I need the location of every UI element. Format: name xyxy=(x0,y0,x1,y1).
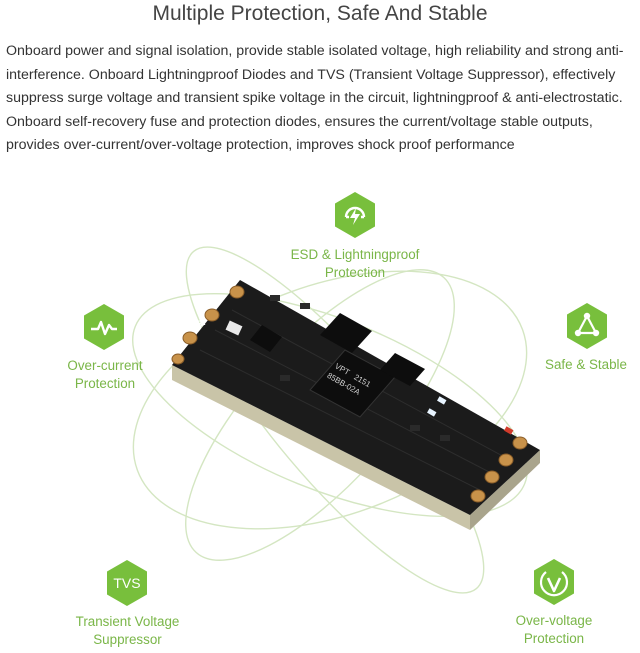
safe-stable-label: Safe & Stable xyxy=(545,357,627,372)
tvs-label: Transient Voltage Suppressor xyxy=(75,614,180,647)
tvs-badge-text: TVS xyxy=(113,575,140,591)
pin-label-p: P xyxy=(218,293,224,303)
pin-label-r: R xyxy=(515,422,522,432)
pulse-wave-icon xyxy=(80,303,128,351)
lightning-shield-icon xyxy=(331,191,379,239)
protection-diagram: VPT 2151 85BB-02A P B- A+ R ESD & Lightn… xyxy=(0,185,640,653)
triangle-nodes-icon xyxy=(563,302,611,350)
pin-label-b: B- xyxy=(196,319,206,329)
pin-label-a: A+ xyxy=(170,345,182,355)
overvoltage-label: Over-voltage Protection xyxy=(515,613,593,646)
v-check-icon xyxy=(530,558,578,606)
pcb-board: VPT 2151 85BB-02A P B- A+ R xyxy=(170,280,540,530)
orbit-illustration: VPT 2151 85BB-02A P B- A+ R xyxy=(132,246,540,594)
tvs-icon: TVS xyxy=(103,559,151,607)
description-text: Onboard power and signal isolation, prov… xyxy=(6,43,624,154)
orbit-ring-1 xyxy=(132,270,528,530)
page-title: Multiple Protection, Safe And Stable xyxy=(152,2,488,25)
esd-label: ESD & Lightningproof Protection xyxy=(290,247,420,280)
overcurrent-label: Over-current Protection xyxy=(67,358,143,391)
